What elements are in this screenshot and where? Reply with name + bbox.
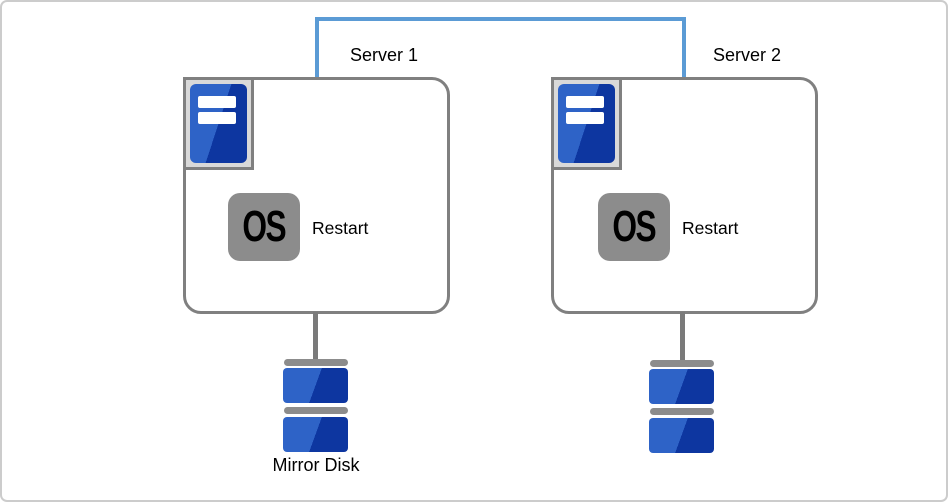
tower-slot-bar — [198, 96, 236, 108]
disk-platter — [649, 418, 714, 453]
server1-restart-label: Restart — [312, 218, 369, 238]
disk-cap — [649, 360, 714, 367]
server-tower-icon — [190, 84, 247, 163]
server2-restart-label: Restart — [682, 218, 739, 238]
os-icon-text: OS — [612, 202, 657, 251]
tower-slot-bar — [566, 96, 604, 108]
server2-os-icon: OS — [598, 193, 670, 261]
server2-disk-icon — [649, 360, 714, 453]
mirror-disk-label: Mirror Disk — [272, 455, 360, 475]
disk-platter — [283, 368, 348, 403]
disk-cap — [283, 359, 348, 366]
server1-label: Server 1 — [349, 45, 419, 65]
server2-disk-connector — [680, 312, 685, 360]
tower-slot-bar — [566, 112, 604, 124]
server1-disk-icon — [283, 359, 348, 452]
server1-disk-connector — [313, 312, 318, 360]
interconnect-line-server2-drop — [682, 17, 686, 78]
disk-cap — [649, 408, 714, 415]
server2-label: Server 2 — [712, 45, 782, 65]
os-icon-text: OS — [242, 202, 287, 251]
tower-slot-bar — [198, 112, 236, 124]
interconnect-line-server1-drop — [315, 17, 319, 78]
disk-cap — [283, 407, 348, 414]
server1-tower-icon-frame — [183, 77, 254, 170]
server2-tower-icon-frame — [551, 77, 622, 170]
server1-os-icon: OS — [228, 193, 300, 261]
disk-platter — [283, 417, 348, 452]
server-tower-icon — [558, 84, 615, 163]
interconnect-line-horizontal — [315, 17, 686, 21]
disk-platter — [649, 369, 714, 404]
